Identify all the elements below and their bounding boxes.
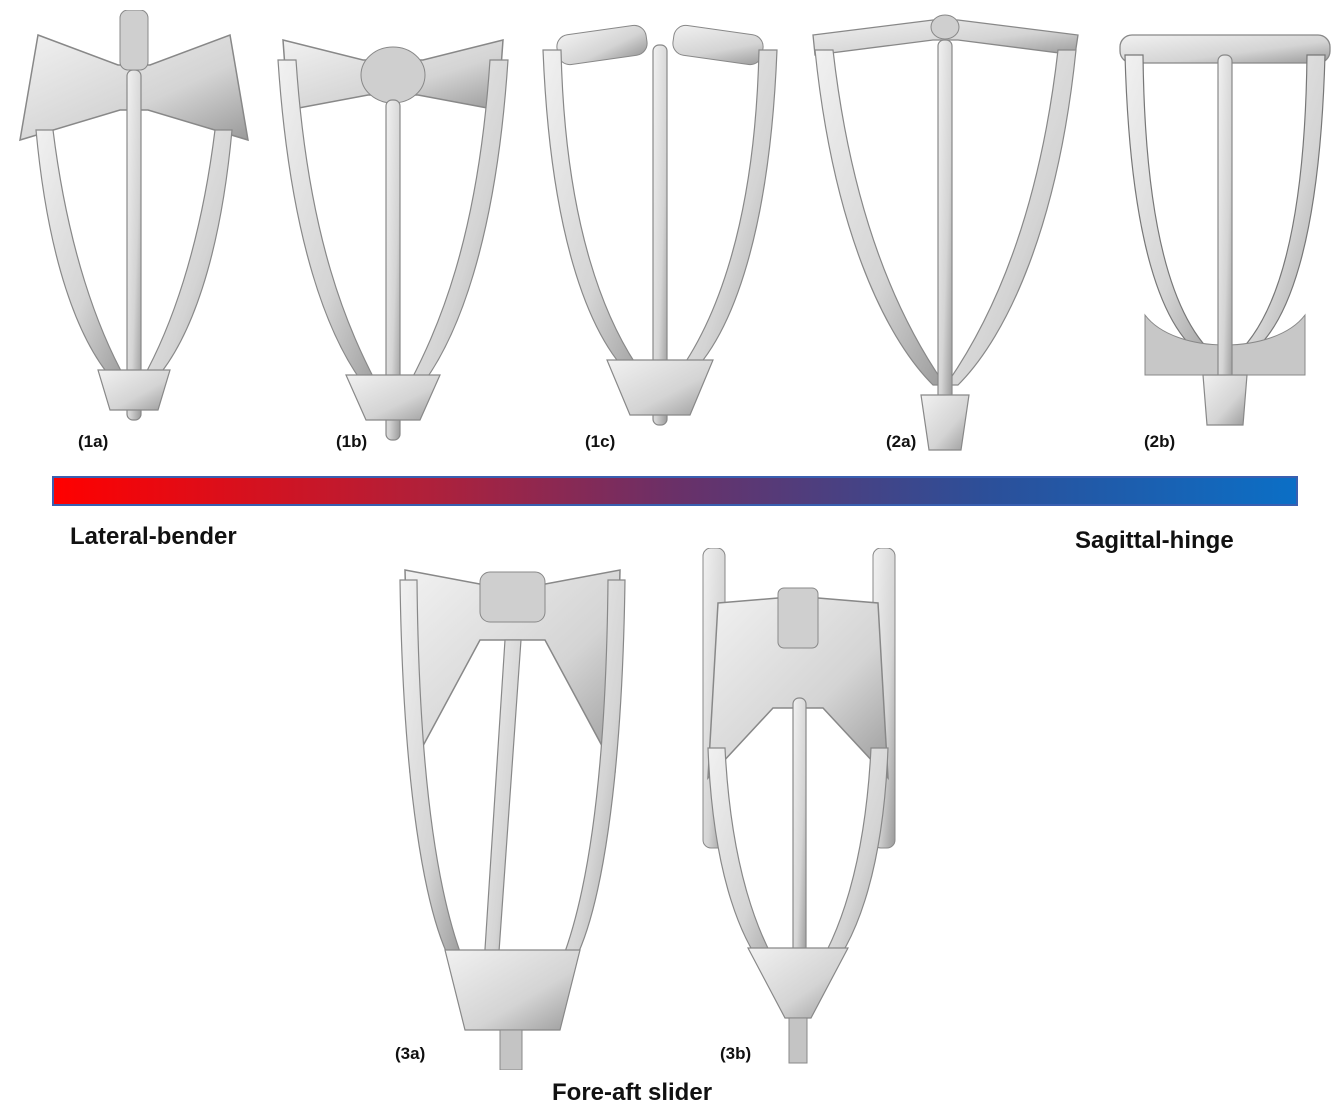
specimen-label-2b: (2b)	[1144, 432, 1175, 452]
specimen-label-3b: (3b)	[720, 1044, 751, 1064]
sagittal-hinge-label: Sagittal-hinge	[1075, 527, 1234, 555]
specimen-1a-image	[8, 10, 260, 460]
specimen-label-1a: (1a)	[78, 432, 108, 452]
specimen-3b-image	[693, 548, 903, 1068]
specimen-label-2a: (2a)	[886, 432, 916, 452]
specimen-2a-image	[803, 5, 1088, 460]
lateral-bender-label: Lateral-bender	[70, 523, 237, 551]
specimen-label-1b: (1b)	[336, 432, 367, 452]
specimen-3a-image	[385, 560, 640, 1070]
specimen-label-3a: (3a)	[395, 1044, 425, 1064]
specimen-label-1c: (1c)	[585, 432, 615, 452]
lateral-to-sagittal-gradient-bar	[52, 476, 1298, 506]
fore-aft-slider-label: Fore-aft slider	[552, 1079, 712, 1107]
specimen-2b-image	[1115, 15, 1335, 460]
specimen-1b-image	[268, 20, 518, 460]
specimen-1c-image	[535, 5, 785, 460]
